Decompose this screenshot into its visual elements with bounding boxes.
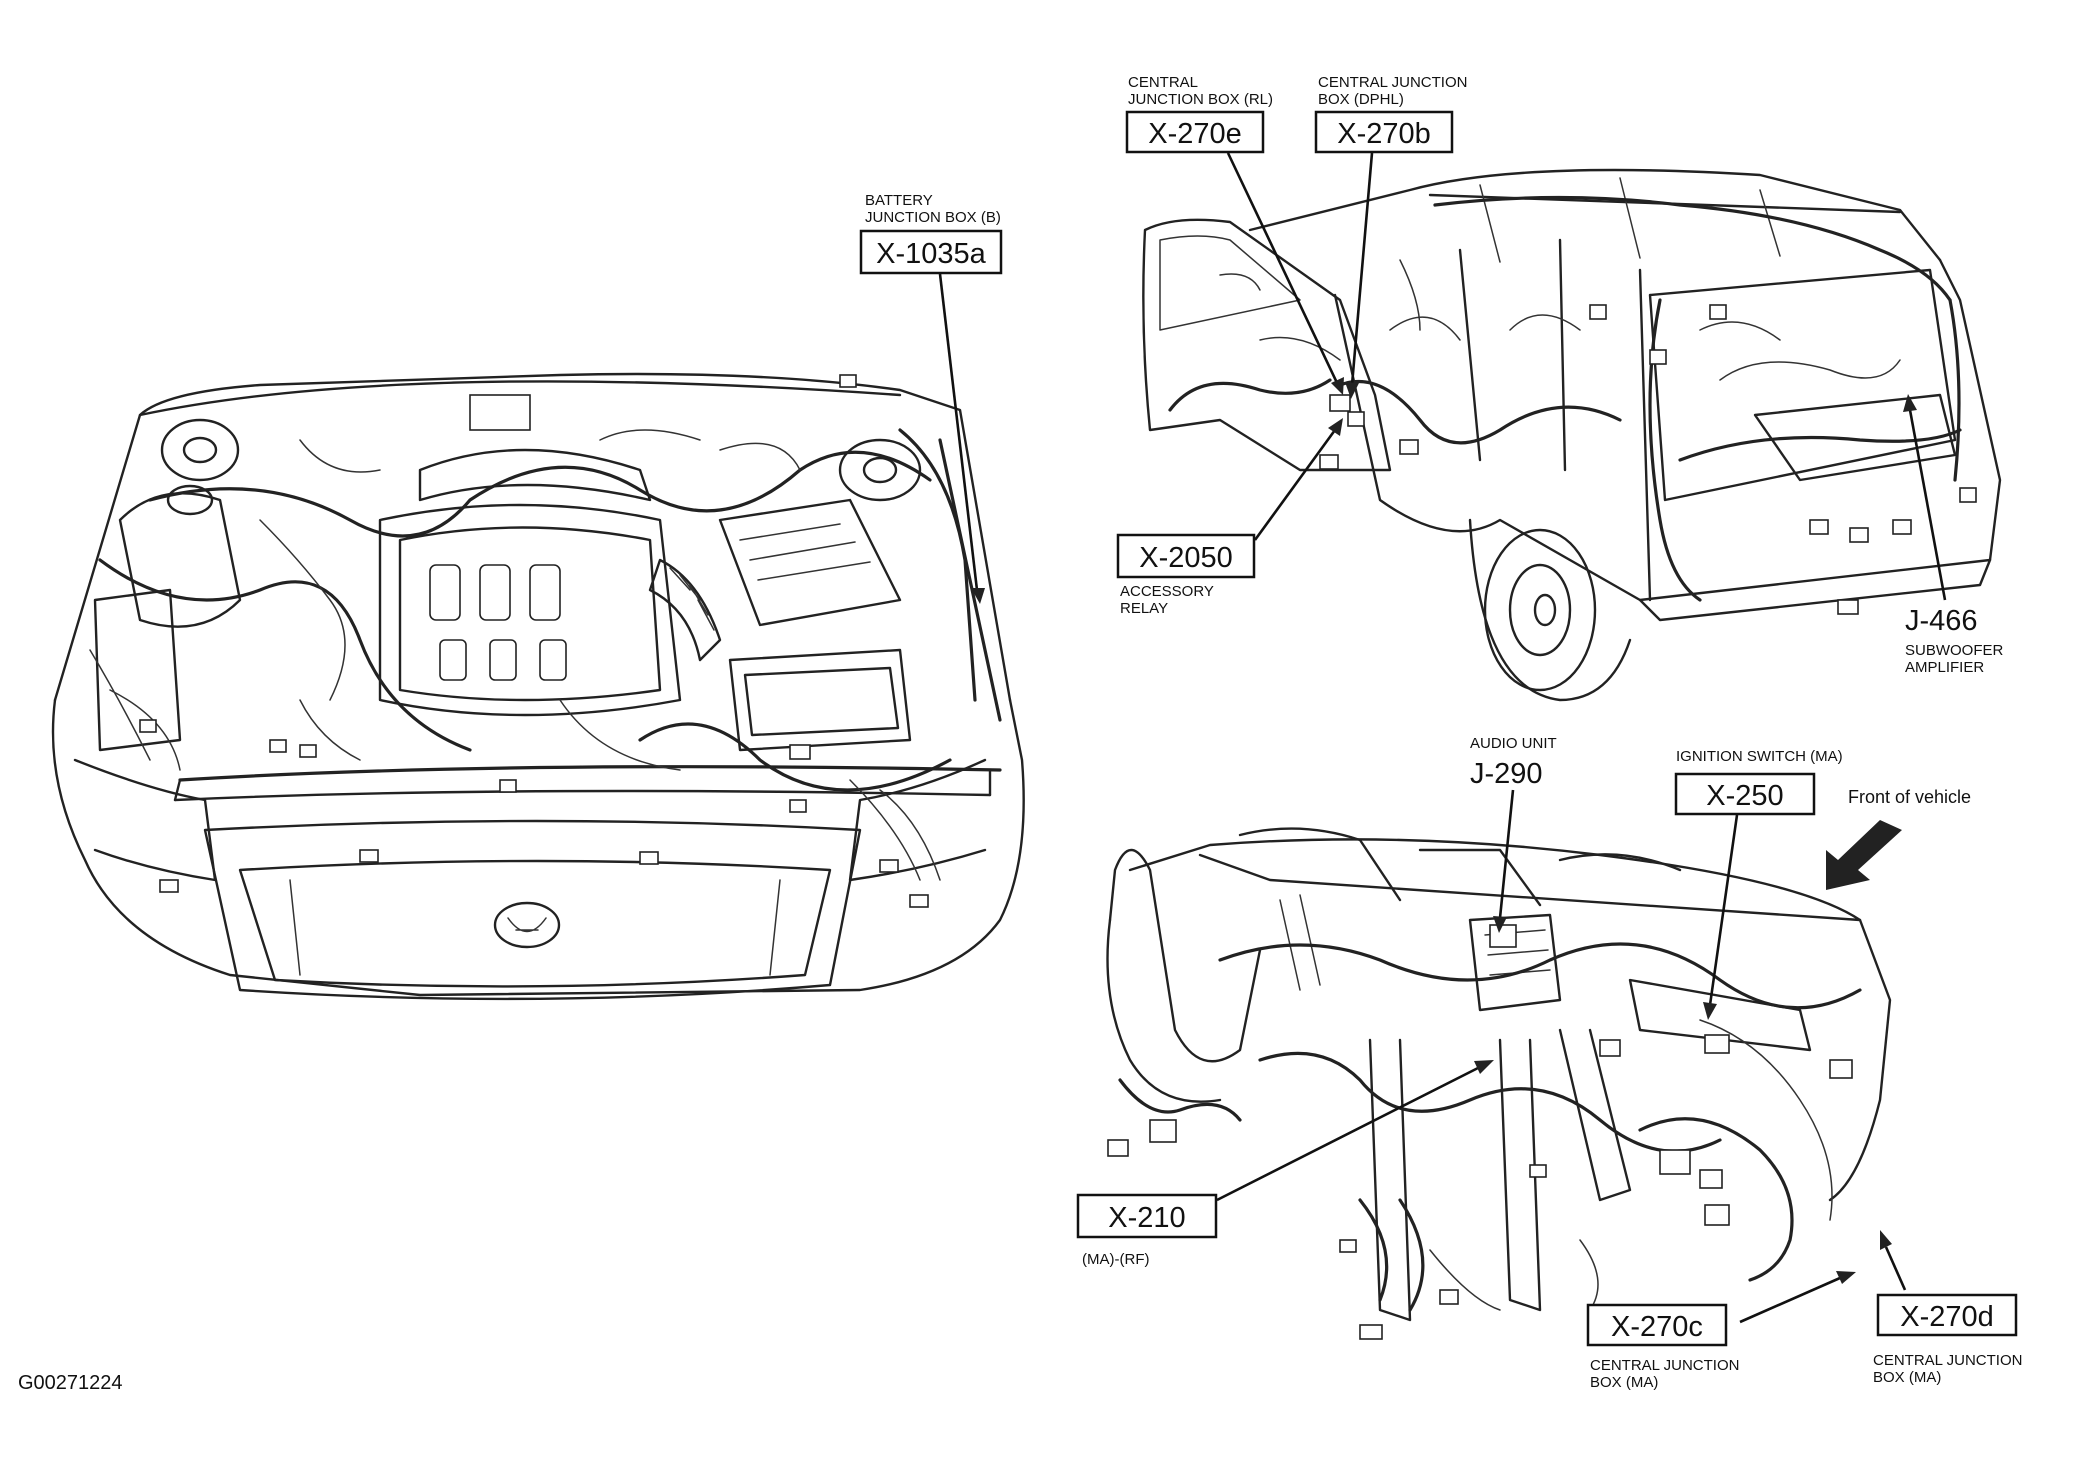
callout-j-466-arrowhead xyxy=(1903,394,1917,412)
callout-x-2050-box xyxy=(1116,533,1256,579)
callout-x-270e: CENTRAL JUNCTION BOX (RL) X-270e xyxy=(1125,74,1344,395)
callout-x-250-box xyxy=(1674,772,1816,816)
instrument-panel-illustration xyxy=(1106,827,1892,1340)
callout-x-270d-code: X-270d xyxy=(1900,1301,1994,1333)
callout-x-250-leader xyxy=(1708,814,1739,1006)
callout-j-290: AUDIO UNIT J-290 xyxy=(1470,735,1557,933)
callout-x-1035a-leader xyxy=(938,273,979,591)
callout-x-270c-desc-2: BOX (MA) xyxy=(1590,1374,1658,1391)
callout-x-250-desc-1: IGNITION SWITCH (MA) xyxy=(1676,748,1843,765)
callout-x-270e-code: X-270e xyxy=(1148,118,1242,150)
callout-x-270c-leader xyxy=(1739,1276,1841,1324)
callout-x-270d-box xyxy=(1876,1293,2018,1337)
callout-x-270b-box xyxy=(1314,110,1454,154)
callout-x-1035a-arrowhead xyxy=(971,588,985,604)
callout-x-2050-code: X-2050 xyxy=(1139,542,1233,574)
callout-x-270d-arrowhead xyxy=(1880,1230,1892,1250)
callout-x-270c-arrowhead xyxy=(1836,1271,1856,1284)
engine-compartment-illustration xyxy=(51,372,1025,1001)
callout-j-290-leader xyxy=(1498,789,1515,919)
callout-x-2050-arrowhead xyxy=(1328,418,1343,436)
front-of-vehicle-indicator: Front of vehicle xyxy=(1826,787,1971,890)
callout-x-270d-desc-1: CENTRAL JUNCTION xyxy=(1873,1352,2022,1369)
callout-x-210-leader xyxy=(1216,1066,1479,1202)
callout-x-270b-code: X-270b xyxy=(1337,118,1431,150)
callout-j-466-leader xyxy=(1908,409,1947,601)
callout-x-270c-code: X-270c xyxy=(1611,1311,1703,1343)
callout-x-270b-desc-2: BOX (DPHL) xyxy=(1318,91,1404,108)
callout-j-466: J-466 SUBWOOFER AMPLIFIER xyxy=(1903,394,2004,676)
callout-x-270d-leader xyxy=(1884,1246,1907,1291)
callout-x-270b-desc-1: CENTRAL JUNCTION xyxy=(1318,74,1467,91)
rear-cabin-illustration xyxy=(1142,168,2002,702)
callout-x-210-desc-1: (MA)-(RF) xyxy=(1082,1251,1149,1268)
callout-x-270e-arrowhead xyxy=(1331,377,1344,395)
callout-x-270e-desc-1: CENTRAL xyxy=(1128,74,1198,91)
callout-x-270e-leader xyxy=(1226,152,1340,386)
callout-x-270b-leader xyxy=(1350,152,1374,386)
callout-x-210: X-210 (MA)-(RF) xyxy=(1076,1060,1494,1268)
diagram-code: G00271224 xyxy=(18,1372,123,1394)
front-direction-arrow-icon xyxy=(1826,820,1902,890)
callout-j-290-desc-1: AUDIO UNIT xyxy=(1470,735,1557,752)
callout-x-250-code: X-250 xyxy=(1706,780,1783,812)
callout-x-1035a-code: X-1035a xyxy=(876,238,987,270)
callout-x-270c: X-270c CENTRAL JUNCTION BOX (MA) xyxy=(1586,1271,1856,1391)
callout-x-210-box xyxy=(1076,1193,1218,1239)
callout-j-466-code: J-466 xyxy=(1905,605,1978,637)
callout-x-270d: X-270d CENTRAL JUNCTION BOX (MA) xyxy=(1873,1230,2022,1386)
callout-x-1035a: BATTERY JUNCTION BOX (B) X-1035a xyxy=(859,192,1003,604)
callout-x-2050-desc-2: RELAY xyxy=(1120,600,1168,617)
callout-j-466-desc-2: AMPLIFIER xyxy=(1905,659,1984,676)
callout-x-1035a-desc-2: JUNCTION BOX (B) xyxy=(865,209,1001,226)
callout-x-270e-desc-2: JUNCTION BOX (RL) xyxy=(1128,91,1273,108)
callout-x-2050-desc-1: ACCESSORY xyxy=(1120,583,1214,600)
callout-j-290-code: J-290 xyxy=(1470,758,1543,790)
callout-x-270c-box xyxy=(1586,1303,1728,1347)
callout-x-210-code: X-210 xyxy=(1108,1202,1185,1234)
callout-x-1035a-desc-1: BATTERY xyxy=(865,192,933,209)
callout-x-2050: X-2050 ACCESSORY RELAY xyxy=(1116,418,1343,617)
callout-x-270d-desc-2: BOX (MA) xyxy=(1873,1369,1941,1386)
callout-j-290-arrowhead xyxy=(1493,916,1507,933)
callout-x-270e-box xyxy=(1125,110,1265,154)
callout-x-210-arrowhead xyxy=(1474,1060,1494,1074)
front-of-vehicle-label: Front of vehicle xyxy=(1848,787,1971,807)
callout-x-2050-leader xyxy=(1253,429,1337,541)
callout-j-466-desc-1: SUBWOOFER xyxy=(1905,642,2004,659)
callout-x-250: IGNITION SWITCH (MA) X-250 xyxy=(1674,748,1843,1020)
callout-x-270b: CENTRAL JUNCTION BOX (DPHL) X-270b xyxy=(1314,74,1467,399)
callout-x-270c-desc-1: CENTRAL JUNCTION xyxy=(1590,1357,1739,1374)
callout-x-1035a-box xyxy=(859,229,1003,275)
callout-x-270b-arrowhead xyxy=(1345,382,1359,399)
callout-x-250-arrowhead xyxy=(1703,1002,1717,1020)
